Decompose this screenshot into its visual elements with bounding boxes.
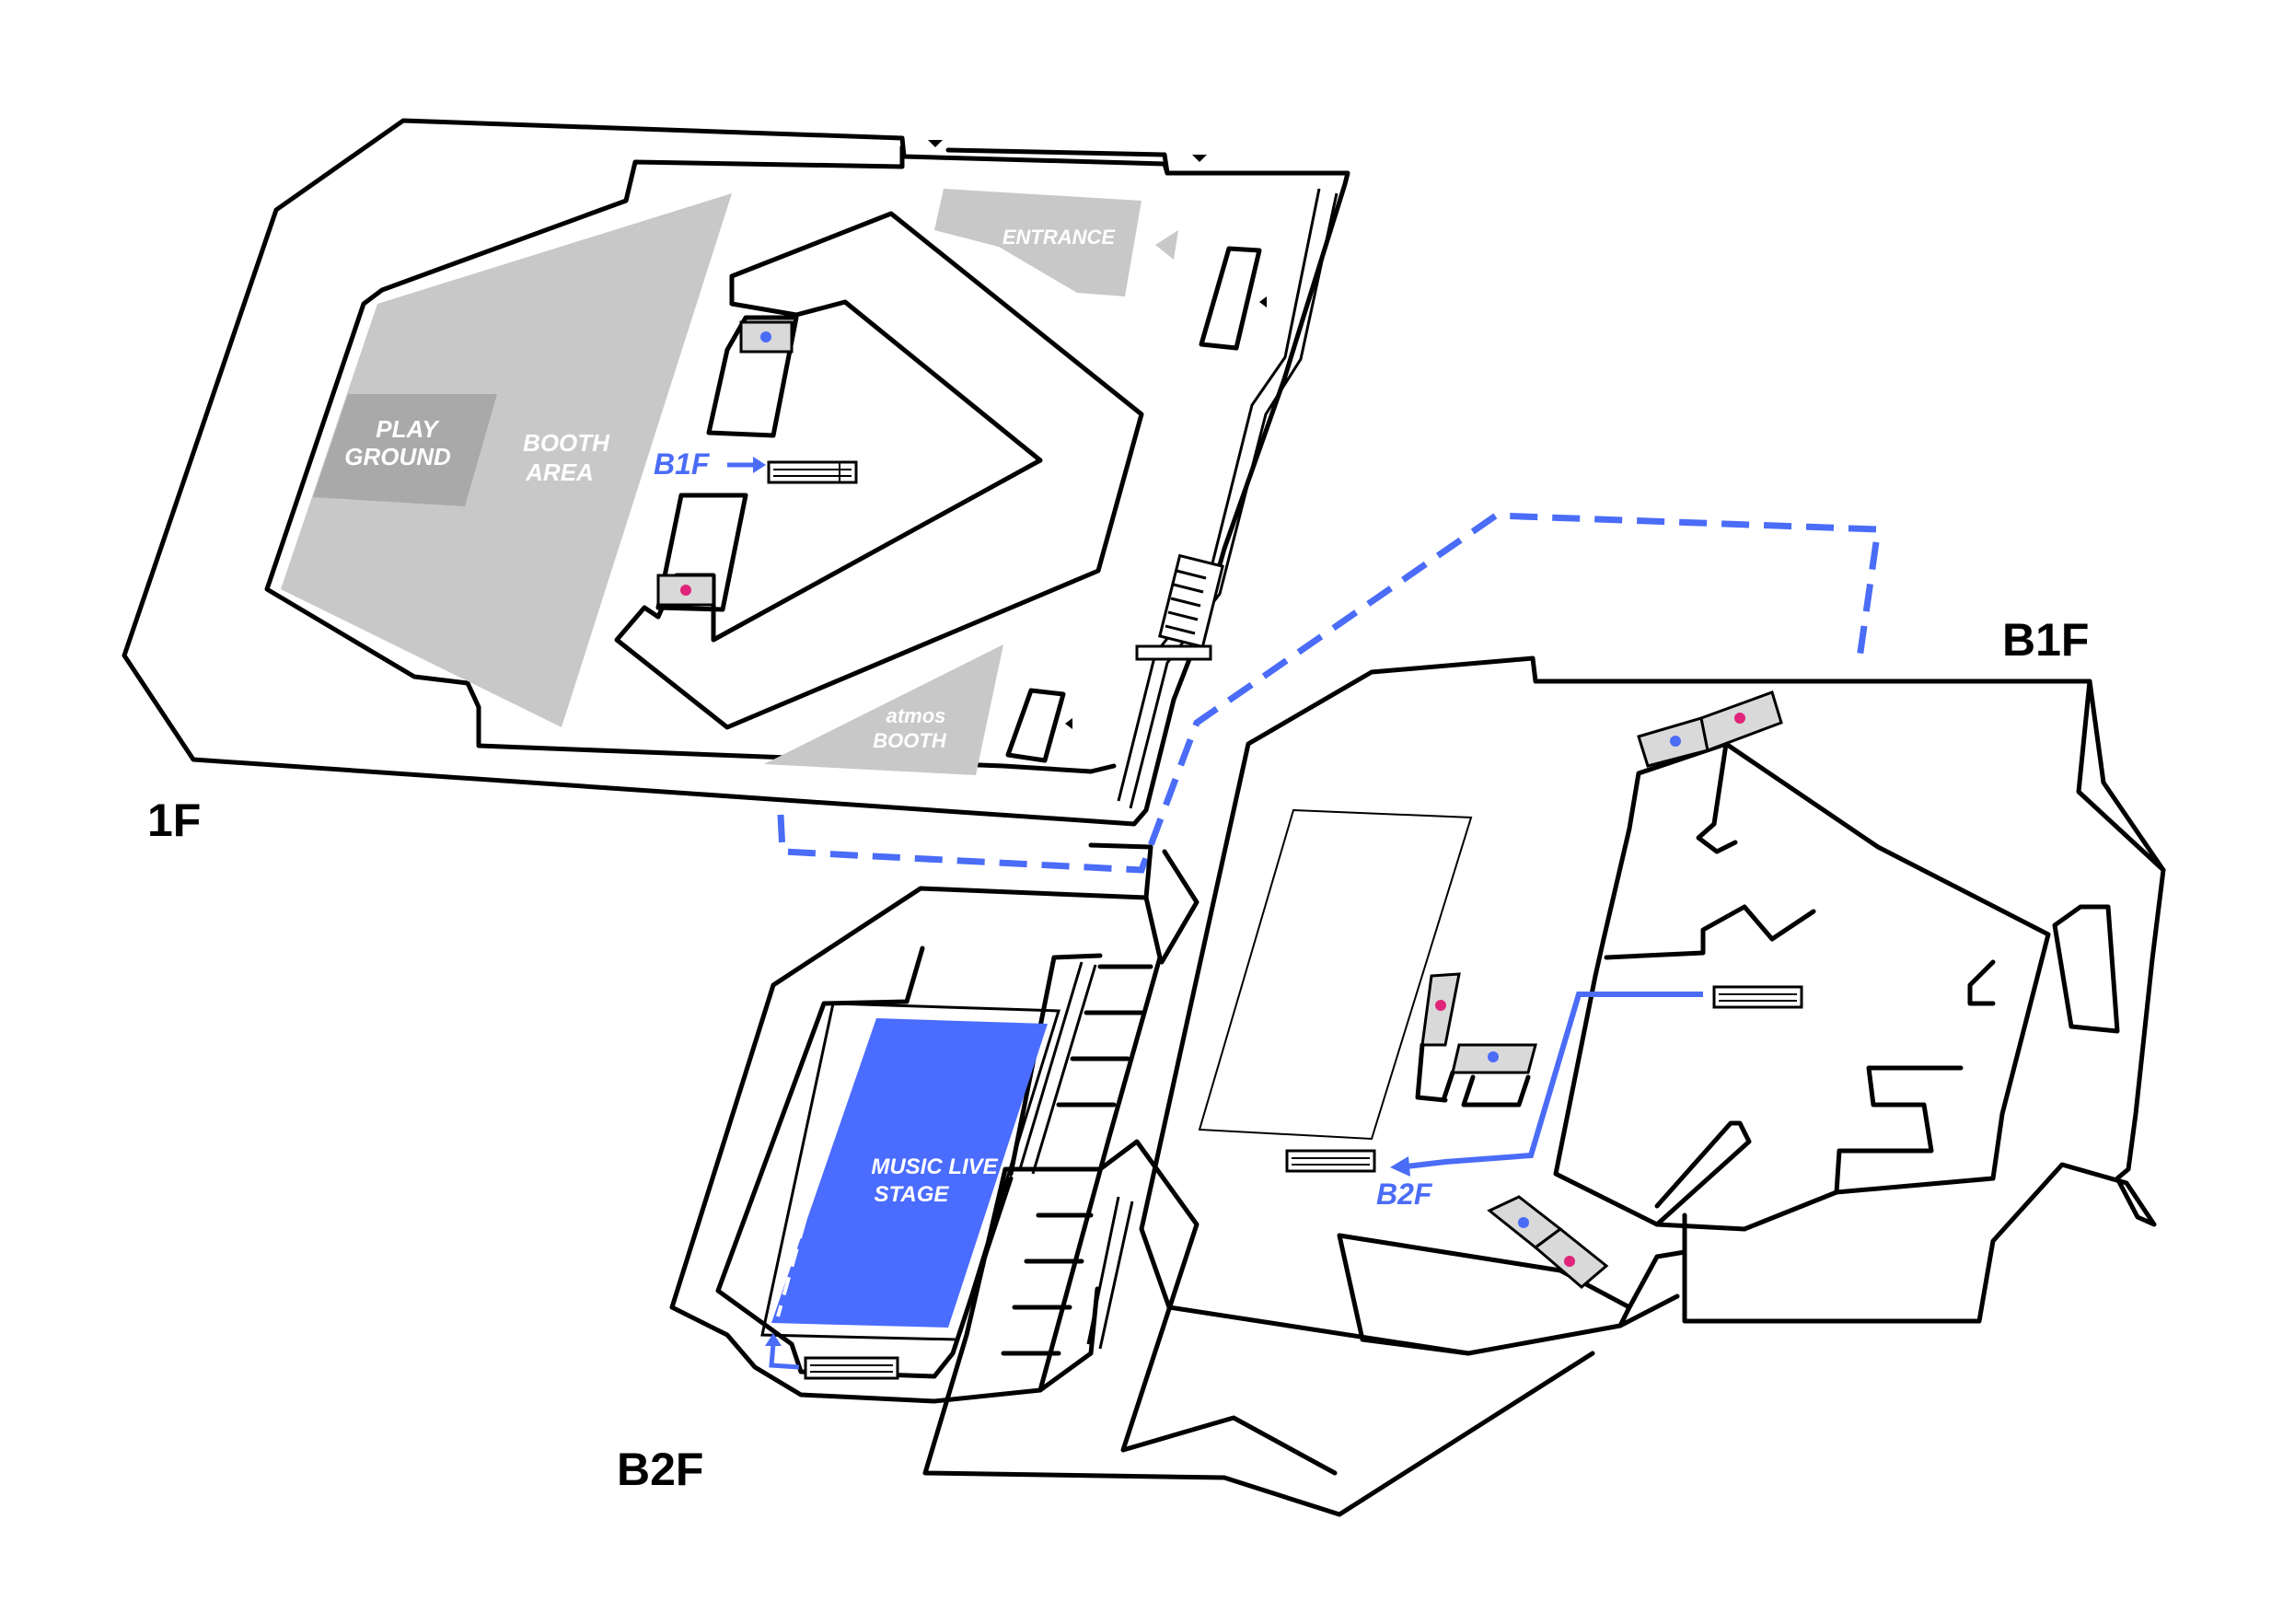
restroom-male-icon bbox=[1670, 736, 1681, 747]
b2f-route-to-stage bbox=[769, 1343, 800, 1370]
restroom-female-icon bbox=[1734, 713, 1745, 724]
music-live-stage-zone bbox=[771, 1018, 1048, 1328]
atmos-booth-label-2: BOOTH bbox=[873, 729, 947, 752]
b1f-right-partitions bbox=[2052, 679, 2166, 1034]
small-arrow-icon bbox=[1065, 718, 1072, 729]
1f-corridor-bar bbox=[1135, 644, 1212, 661]
restroom-male-icon bbox=[1488, 1051, 1499, 1062]
arrow-icon bbox=[753, 457, 766, 473]
b1f-restroom-mid-walls bbox=[1415, 1042, 1531, 1108]
escalator-icon bbox=[767, 460, 858, 484]
arrow-icon bbox=[1390, 1156, 1410, 1177]
small-arrow-icon bbox=[1192, 155, 1207, 162]
entrance-zone bbox=[934, 189, 1142, 296]
escalator-icon bbox=[1285, 1149, 1376, 1173]
floor-label-b1f: B1F bbox=[2002, 614, 2089, 666]
booth-area-label-2: AREA bbox=[525, 458, 594, 486]
1f-restroom-column-bottom bbox=[655, 493, 748, 612]
route-label-to-b1f: B1F bbox=[654, 447, 711, 481]
floor-1f: PLAY GROUND BOOTH AREA ENTRANCE atmos BO… bbox=[122, 118, 1350, 846]
play-ground-label-2: GROUND bbox=[344, 443, 451, 470]
escalator-icon bbox=[1712, 985, 1803, 1009]
floor-label-b2f: B2F bbox=[617, 1444, 703, 1495]
entrance-arrow-icon bbox=[1155, 230, 1178, 260]
small-arrow-icon bbox=[928, 140, 943, 147]
escalator-icon bbox=[804, 1356, 899, 1380]
1f-stairs-icon bbox=[1158, 553, 1224, 649]
atmos-booth-zone bbox=[764, 644, 1003, 775]
1f-restroom-column-top bbox=[706, 315, 799, 438]
1f-elevator-top bbox=[1199, 246, 1262, 351]
route-dashed-1f-to-b1f bbox=[777, 512, 1883, 874]
b1f-inner-room-partitions bbox=[1604, 741, 1996, 1227]
floor-b1f: B2F B1F bbox=[1139, 614, 2166, 1356]
1f-inner-wall bbox=[264, 145, 1170, 774]
booth-area-zone bbox=[281, 193, 732, 727]
b1f-central-hall bbox=[1553, 741, 2051, 1232]
music-live-stage-label-2: STAGE bbox=[875, 1182, 950, 1207]
restroom-female-icon bbox=[680, 585, 691, 596]
b2f-outer-wall bbox=[669, 886, 1163, 1404]
b2f-stair-strips bbox=[1018, 961, 1134, 1350]
restroom-female-icon bbox=[1564, 1256, 1575, 1267]
stage-outline bbox=[760, 1002, 1061, 1341]
1f-right-stair-strip bbox=[1117, 188, 1339, 809]
stage-dashed-edge bbox=[776, 1021, 863, 1317]
floor-label-1f: 1F bbox=[147, 795, 201, 846]
b1f-inner-wall bbox=[1337, 1212, 1687, 1356]
b2f-side-rooms bbox=[1001, 964, 1153, 1356]
music-live-stage-label-1: MUSIC LIVE bbox=[871, 1154, 998, 1179]
play-ground-label-1: PLAY bbox=[376, 415, 440, 443]
arrow-icon bbox=[765, 1333, 782, 1346]
b2f-connector bbox=[922, 842, 1595, 1517]
b1f-outer-wall bbox=[1139, 655, 2166, 1356]
play-ground-zone bbox=[313, 394, 497, 506]
atmos-booth-label-1: atmos bbox=[887, 704, 946, 727]
booth-area-label-1: BOOTH bbox=[523, 429, 610, 457]
entrance-label: ENTRANCE bbox=[1002, 226, 1117, 249]
route-solid-to-b2f bbox=[1406, 992, 1703, 1169]
floor-b2f: MUSIC LIVE STAGE B2F bbox=[617, 842, 1595, 1517]
restroom-female-icon bbox=[1435, 1000, 1446, 1011]
1f-elevator-right bbox=[1005, 688, 1066, 763]
restroom-male-icon bbox=[760, 331, 771, 342]
small-arrow-icon bbox=[1259, 296, 1267, 307]
b1f-hall-floor bbox=[1198, 808, 1473, 1141]
restroom-male-icon bbox=[1518, 1217, 1529, 1228]
route-label-to-b2f: B2F bbox=[1376, 1177, 1433, 1211]
